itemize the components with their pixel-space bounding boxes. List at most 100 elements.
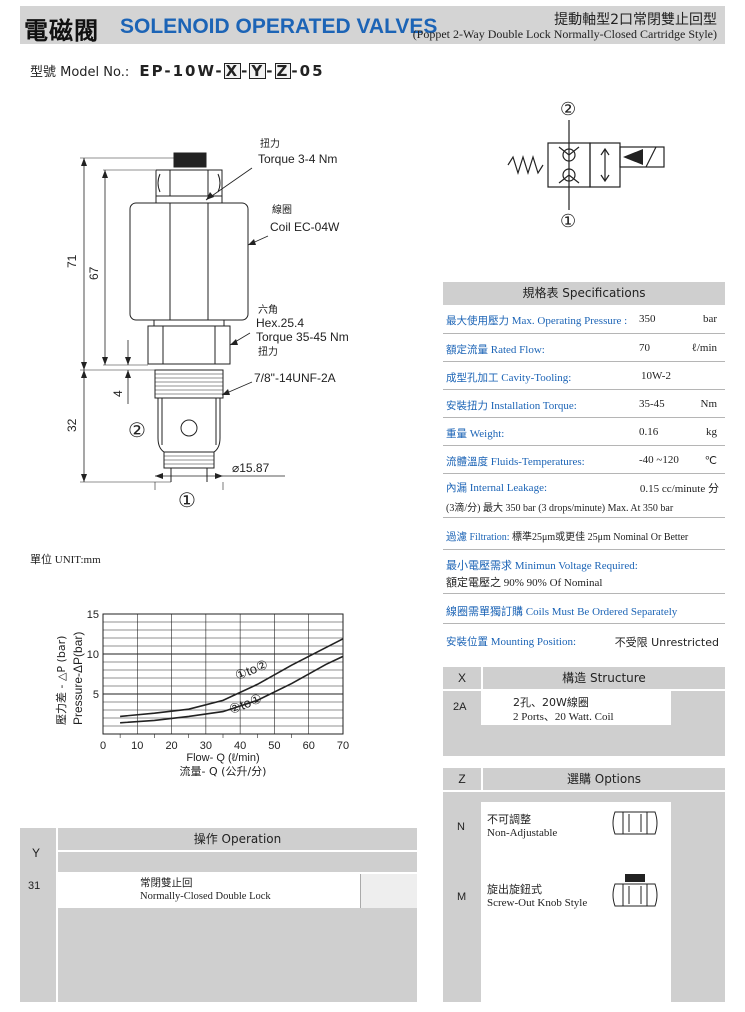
spec-unit: bar xyxy=(702,313,717,325)
spec-row: 重量 Weight: 0.16 kg xyxy=(443,418,725,446)
spec-label-cn: 流體溫度 xyxy=(446,456,488,468)
y-tick-label: 10 xyxy=(87,649,99,661)
spec-value: 70 xyxy=(639,342,650,354)
leakage-value: 0.15 cc/minute 分 xyxy=(639,483,719,495)
model-sep: - xyxy=(241,62,250,80)
spec-title-text: 規格表 Specifications xyxy=(522,286,646,300)
dim-71: 71 xyxy=(65,254,79,268)
spec-label-en: Installation Torque: xyxy=(490,400,577,412)
thread-label: 7/8"-14UNF-2A xyxy=(254,371,336,385)
x-tick-label: 30 xyxy=(200,740,212,752)
model-x-box: X xyxy=(223,62,242,80)
mounting-value: 不受限 Unrestricted xyxy=(614,636,719,649)
options-col: Z xyxy=(443,768,481,790)
hydraulic-symbol: ② ① xyxy=(507,99,665,231)
operation-code: 31 xyxy=(28,880,41,892)
series-label: ②to① xyxy=(227,690,264,717)
spec-label-en: Cavity-Tooling: xyxy=(501,372,572,384)
spec-row-mounting: 安裝位置 Mounting Position: 不受限 Unrestricted xyxy=(446,636,719,649)
spec-label-en: Fluids-Temperatures: xyxy=(490,456,585,468)
chart-xlabel-cn: 流量- Q (公升/分) xyxy=(180,764,267,778)
spec-label-en: Max. Operating Pressure : xyxy=(511,315,628,327)
structure-title: 構造 Structure xyxy=(483,667,725,689)
top-nut xyxy=(155,169,223,197)
port-1-label: ① xyxy=(178,490,196,512)
option-m-en: Screw-Out Knob Style xyxy=(487,897,588,909)
symbol-port-2: ② xyxy=(560,99,576,119)
option-n-code: N xyxy=(457,821,465,833)
spring-icon xyxy=(507,154,544,176)
spec-value: 350 xyxy=(639,313,656,325)
structure-col: X xyxy=(443,667,481,689)
title-cn: 電磁閥 xyxy=(24,17,99,45)
unit-note: 單位 UNIT:mm xyxy=(30,554,101,566)
spec-label-cn: 重量 xyxy=(446,428,467,440)
hex-label-cn: 六角 xyxy=(258,304,278,316)
option-m-code: M xyxy=(457,891,467,903)
model-code: EP-10W-X-Y-Z-05 xyxy=(139,62,324,80)
spec-label-cn: 最大使用壓力 xyxy=(446,315,509,327)
option-m-cn: 旋出旋鈕式 xyxy=(487,883,542,896)
y-tick-label: 15 xyxy=(87,609,99,621)
coil-label-cn: 線圈 xyxy=(272,203,292,216)
options-title: 選購 Options xyxy=(483,768,725,790)
spec-unit: kg xyxy=(706,426,717,438)
spec-label-en: Weight: xyxy=(469,428,505,440)
spec-value: 35-45 xyxy=(639,398,665,410)
operation-title: 操作 Operation xyxy=(58,828,417,850)
dim-32: 32 xyxy=(65,418,79,432)
series-line-1 xyxy=(120,638,344,718)
series-label: ①to② xyxy=(233,656,270,683)
x-tick-label: 10 xyxy=(131,740,143,752)
structure-code: 2A xyxy=(453,701,467,713)
structure-en: 2 Ports、20 Watt. Coil xyxy=(513,711,614,723)
chart-xlabel: Flow- Q (ℓ/min) xyxy=(186,752,259,764)
x-tick-label: 40 xyxy=(234,740,246,752)
series-line-2 xyxy=(120,655,344,724)
hex-label: Hex.25.4 xyxy=(256,316,304,330)
spec-label-en: Rated Flow: xyxy=(490,344,545,356)
options-table: Z 選購 Options N 不可調整 Non-Adjustable M 旋出旋… xyxy=(443,768,725,1002)
spec-row-filtration: 過濾 Filtration: 標準25μm或更佳 25μm Nominal Or… xyxy=(443,518,725,550)
y-tick-label: 5 xyxy=(93,689,99,701)
diameter-label: ⌀15.87 xyxy=(232,461,270,475)
screw-out-knob-icon xyxy=(612,874,658,907)
chart-ylabel-cn: 壓力差 - △P (bar) xyxy=(54,636,68,725)
dim-4: 4 xyxy=(111,390,125,397)
voltage-value: 額定電壓之 90% 90% Of Nominal xyxy=(446,577,603,589)
spec-unit: Nm xyxy=(700,398,718,410)
spec-row: 最大使用壓力 Max. Operating Pressure : 350 bar xyxy=(443,305,725,334)
model-y-box: Y xyxy=(249,62,267,80)
spec-label-cn: 成型孔加工 xyxy=(446,372,499,384)
x-tick-label: 0 xyxy=(100,740,106,752)
spec-unit: ℃ xyxy=(704,455,717,467)
operation-col: Y xyxy=(32,846,41,860)
non-adjustable-nut-icon xyxy=(612,811,658,835)
spec-title: 規格表 Specifications xyxy=(443,282,725,305)
spec-row: 成型孔加工 Cavity-Tooling:10W-2 xyxy=(443,362,725,390)
model-number: 型號 Model No.: EP-10W-X-Y-Z-05 xyxy=(30,61,325,80)
solenoid-arrow-icon xyxy=(623,149,643,165)
spec-row-leakage: 內漏 Internal Leakage: 0.15 cc/minute 分 (3… xyxy=(443,474,725,518)
spec-value: 0.16 xyxy=(639,426,659,438)
torque-label: Torque 3-4 Nm xyxy=(258,152,337,166)
x-tick-label: 20 xyxy=(165,740,177,752)
subtitle-cn: 提動軸型2口常閉雙止回型 xyxy=(554,12,717,28)
thread-section xyxy=(154,369,224,399)
spec-table: 規格表 Specifications 最大使用壓力 Max. Operating… xyxy=(443,282,725,658)
hex-body xyxy=(147,325,231,365)
spec-value: -40 ~120 xyxy=(639,454,679,466)
model-z-box: Z xyxy=(274,62,292,80)
model-sep: - xyxy=(266,62,275,80)
hex-torque-label: Torque 35-45 Nm xyxy=(256,330,349,344)
operation-cn: 常閉雙止回 xyxy=(140,877,193,889)
spec-row-voltage: 最小電壓需求 Minimun Voltage Required: 額定電壓之 9… xyxy=(443,550,725,594)
operation-en: Normally-Closed Double Lock xyxy=(140,891,271,902)
spec-label-cn: 額定流量 xyxy=(446,344,488,356)
port-2-label: ② xyxy=(128,420,146,442)
coil-label: Coil EC-04W xyxy=(270,220,340,234)
chart-frame xyxy=(102,613,344,735)
